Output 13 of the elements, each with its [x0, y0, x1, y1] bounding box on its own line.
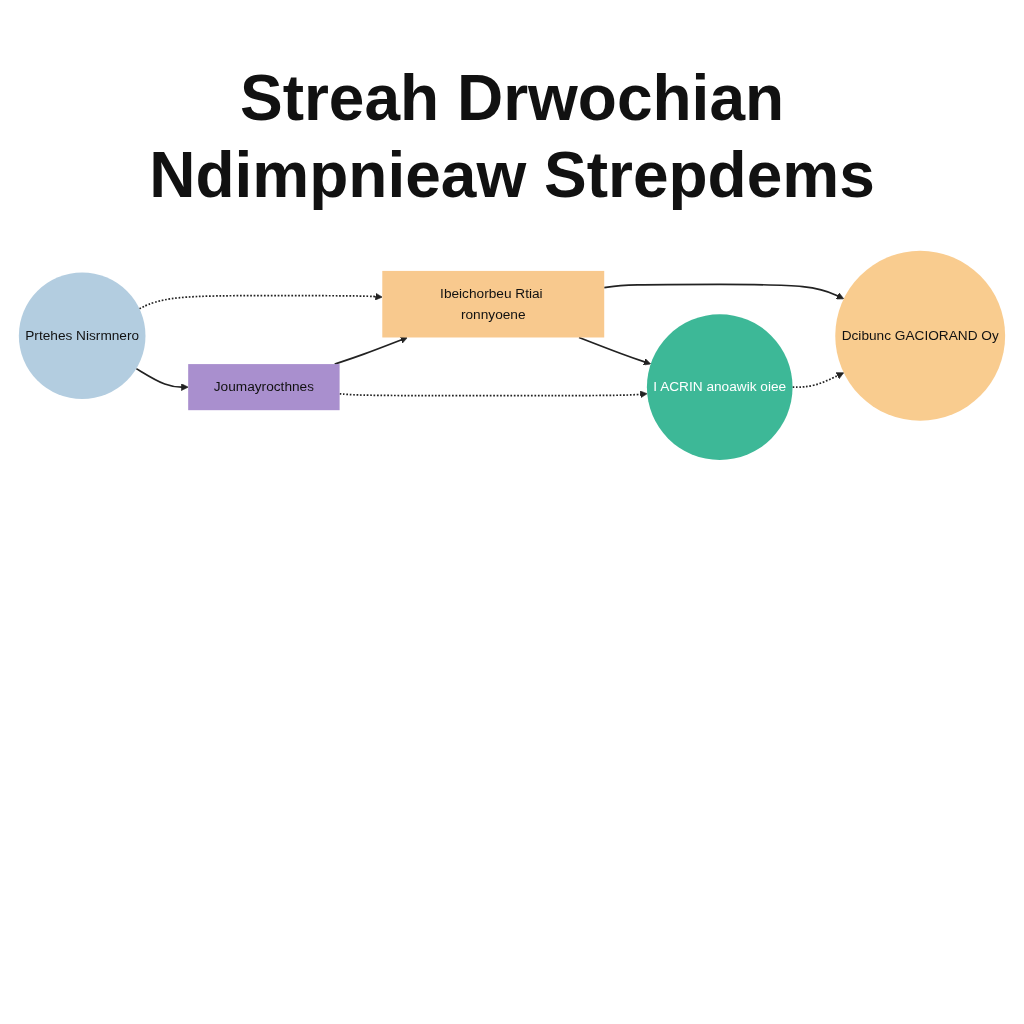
node-box: Joumayrocthnes	[188, 363, 340, 410]
node-circle: Prtehes Nisrmnero	[18, 272, 146, 399]
arrow	[791, 371, 845, 388]
title: Streah Drwochian Ndimpnieaw Strepdems	[148, 61, 876, 213]
node-circle: I ACRIN anoawik oiee	[646, 313, 793, 460]
arrow	[338, 390, 648, 398]
arrow	[333, 336, 408, 365]
node-box: Ibeichorbeu Rtiai ronnyoene	[382, 270, 605, 338]
arrow	[135, 367, 189, 391]
arrow	[138, 292, 383, 310]
arrow	[603, 283, 845, 299]
arrow	[578, 336, 652, 365]
node-circle: Dcibunc GACIORAND Oy	[835, 250, 1006, 421]
